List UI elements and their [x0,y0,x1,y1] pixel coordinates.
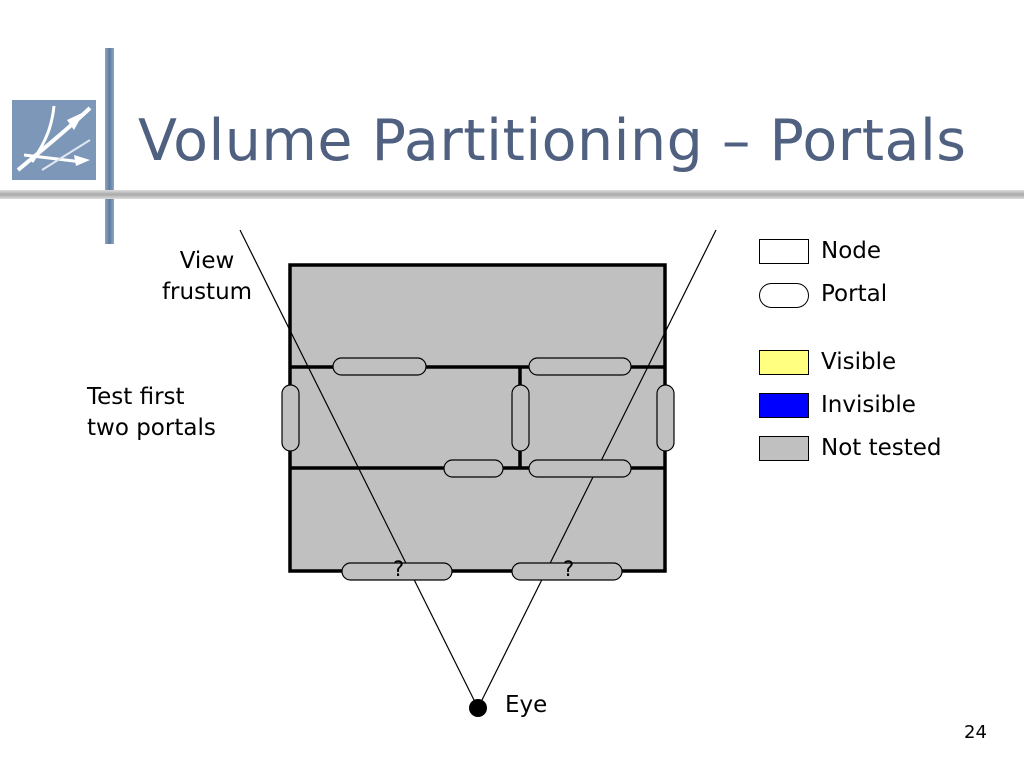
view-frustum-label-line1: View [179,248,235,274]
legend-visible-label: Visible [821,349,897,375]
view-frustum-label-line2: frustum [161,279,253,305]
frustum-line-left [239,229,479,709]
portal-left-wall [281,384,300,452]
portal-middle-wall [511,384,530,452]
test-first-label-line1: Test first [87,384,185,410]
eye-point [469,699,487,717]
portal-top-left [332,357,427,376]
legend-invisible-label: Invisible [821,392,916,418]
title-horizontal-rule [0,190,1024,199]
legend-not-tested-label: Not tested [821,435,942,461]
legend-portal-swatch [759,283,809,308]
node-room-outer [288,263,667,573]
test-first-label-line2: two portals [87,415,216,441]
legend-node-label: Node [821,238,882,264]
portal-right-wall [656,384,675,452]
portal-mid-right [528,459,632,478]
eye-label: Eye [505,692,548,718]
portal-question-right: ? [563,557,575,581]
slide-title: Volume Partitioning – Portals [138,108,967,174]
page-number: 24 [964,722,987,743]
logo-feather-icon [12,100,96,180]
portal-top-right [528,357,632,376]
portal-bottom-right [511,562,623,581]
legend-visible-swatch [759,350,809,375]
legend-node-swatch [759,239,809,264]
title-vertical-bar [105,48,114,244]
legend-invisible-swatch [759,393,809,418]
portal-mid-left [443,459,504,478]
legend-not-tested-swatch [759,436,809,461]
logo [12,100,96,180]
view-frustum-label: View frustum [160,246,254,308]
legend-portal-label: Portal [821,281,888,307]
portal-bottom-left [341,562,453,581]
portal-question-left: ? [393,557,405,581]
test-first-label: Test first two portals [87,382,216,444]
